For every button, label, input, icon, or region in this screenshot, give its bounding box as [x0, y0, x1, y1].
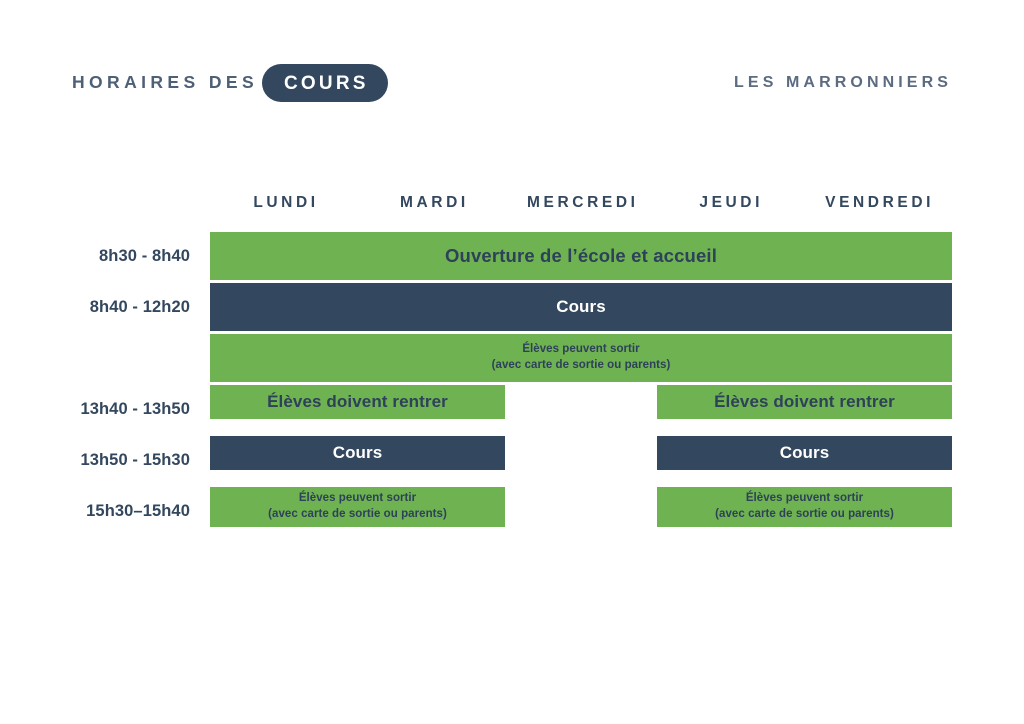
schedule-cell[interactable]: Élèves doivent rentrer: [657, 385, 952, 419]
time-label-text: 15h30–15h40: [86, 501, 190, 520]
schedule-row: Élèves peuvent sortir (avec carte de sort…: [210, 487, 952, 535]
time-label: 15h30–15h40: [0, 487, 200, 535]
brand-lockup: HORAIRES DES COURS: [72, 60, 388, 106]
time-label: 13h40 - 13h50: [0, 385, 200, 433]
schedule-cell[interactable]: Élèves doivent rentrer: [210, 385, 505, 419]
schedule-cell-line1: Élèves peuvent sortir: [522, 343, 640, 356]
day-header-mardi: MARDI: [399, 194, 469, 211]
schedule-cell-label: Ouverture de l’école et accueil: [445, 245, 717, 266]
schedule-cell-line1: Cours: [332, 443, 383, 463]
schedule-cell-label: Cours: [333, 443, 383, 463]
schedule-cell-label: Cours: [780, 443, 830, 463]
schedule-cell[interactable]: Ouverture de l’école et accueil: [210, 232, 952, 280]
schedule-cell-line1: Cours: [779, 443, 830, 463]
schedule-cell-label: Élèves doivent rentrer: [267, 392, 448, 412]
time-label-text: 8h40 - 12h20: [89, 297, 190, 316]
schedule-cell-label: Élèves peuvent sortir (avec carte de sort…: [492, 342, 671, 374]
day-header-jeudi: JEUDI: [699, 194, 764, 211]
time-label-text: 13h40 - 13h50: [80, 399, 190, 418]
day-header-row: LUNDI MARDI MERCREDI JEUDI VENDREDI: [210, 195, 952, 211]
schedule-cell[interactable]: Élèves peuvent sortir (avec carte de sort…: [657, 487, 952, 527]
schedule-cell-line1: Élèves doivent rentrer: [714, 392, 895, 412]
schedule-cell-line2: (avec carte de sortie ou parents): [491, 359, 671, 371]
school-name-text: LES MARRONNIERS: [734, 74, 952, 91]
schedule-cell[interactable]: Élèves peuvent sortir (avec carte de sort…: [210, 487, 505, 527]
schedule-cell-line1: Élèves doivent rentrer: [267, 392, 448, 412]
time-label: 13h50 - 15h30: [0, 436, 200, 484]
schedule-cell-line1: Élèves peuvent sortir: [745, 492, 864, 505]
schedule-cell[interactable]: Cours: [210, 436, 505, 470]
time-label-text: 8h30 - 8h40: [99, 246, 190, 265]
day-header-mercredi: MERCREDI: [527, 194, 639, 211]
time-label: 8h40 - 12h20: [0, 283, 200, 331]
schedule-cell-label: Cours: [556, 297, 606, 317]
schedule-cell-label: Élèves peuvent sortir (avec carte de sort…: [715, 491, 894, 523]
schedule-row: Ouverture de l’école et accueil: [210, 232, 952, 280]
schedule-row: Cours Cours: [210, 436, 952, 484]
time-label: 8h30 - 8h40: [0, 232, 200, 280]
page-header: HORAIRES DES COURS LES MARRONNIERS: [72, 60, 952, 106]
brand-pill-label: COURS: [284, 72, 369, 94]
schedule-cell-line1: Élèves peuvent sortir: [298, 492, 417, 505]
schedule-cell-line1: Ouverture de l’école et accueil: [445, 245, 717, 267]
schedule-cell-label: Élèves peuvent sortir (avec carte de sort…: [268, 491, 447, 523]
time-label-empty: [0, 334, 200, 382]
schedule-cell-empty-mercredi: [508, 419, 654, 433]
schedule-cell-empty-mercredi: [508, 527, 654, 535]
day-header-vendredi: VENDREDI: [825, 194, 935, 211]
schedule-row: Élèves peuvent sortir (avec carte de sort…: [210, 334, 952, 382]
schedule-cell-line2: (avec carte de sortie ou parents): [715, 507, 894, 520]
day-header-lundi: LUNDI: [253, 194, 319, 211]
schedule-cell-line1: Cours: [556, 297, 606, 317]
time-label-text: 13h50 - 15h30: [80, 450, 190, 469]
brand-pill-badge: COURS: [262, 64, 388, 102]
brand-prefix-text: HORAIRES DES: [72, 72, 259, 93]
schedule-cell[interactable]: Cours: [210, 283, 952, 331]
schedule-row: Cours: [210, 283, 952, 331]
time-label-column: 8h30 - 8h40 8h40 - 12h20 13h40 - 13h50 13h5…: [0, 232, 200, 538]
schedule-cell-label: Élèves doivent rentrer: [714, 392, 895, 412]
schedule-cell[interactable]: Élèves peuvent sortir (avec carte de sort…: [210, 334, 952, 382]
schedule-cell[interactable]: Cours: [657, 436, 952, 470]
schedule-row: Élèves doivent rentrer Élèves doivent ren…: [210, 385, 952, 433]
schedule-cell-line2: (avec carte de sortie ou parents): [268, 507, 447, 520]
schedule-cell-empty-mercredi: [508, 470, 654, 484]
